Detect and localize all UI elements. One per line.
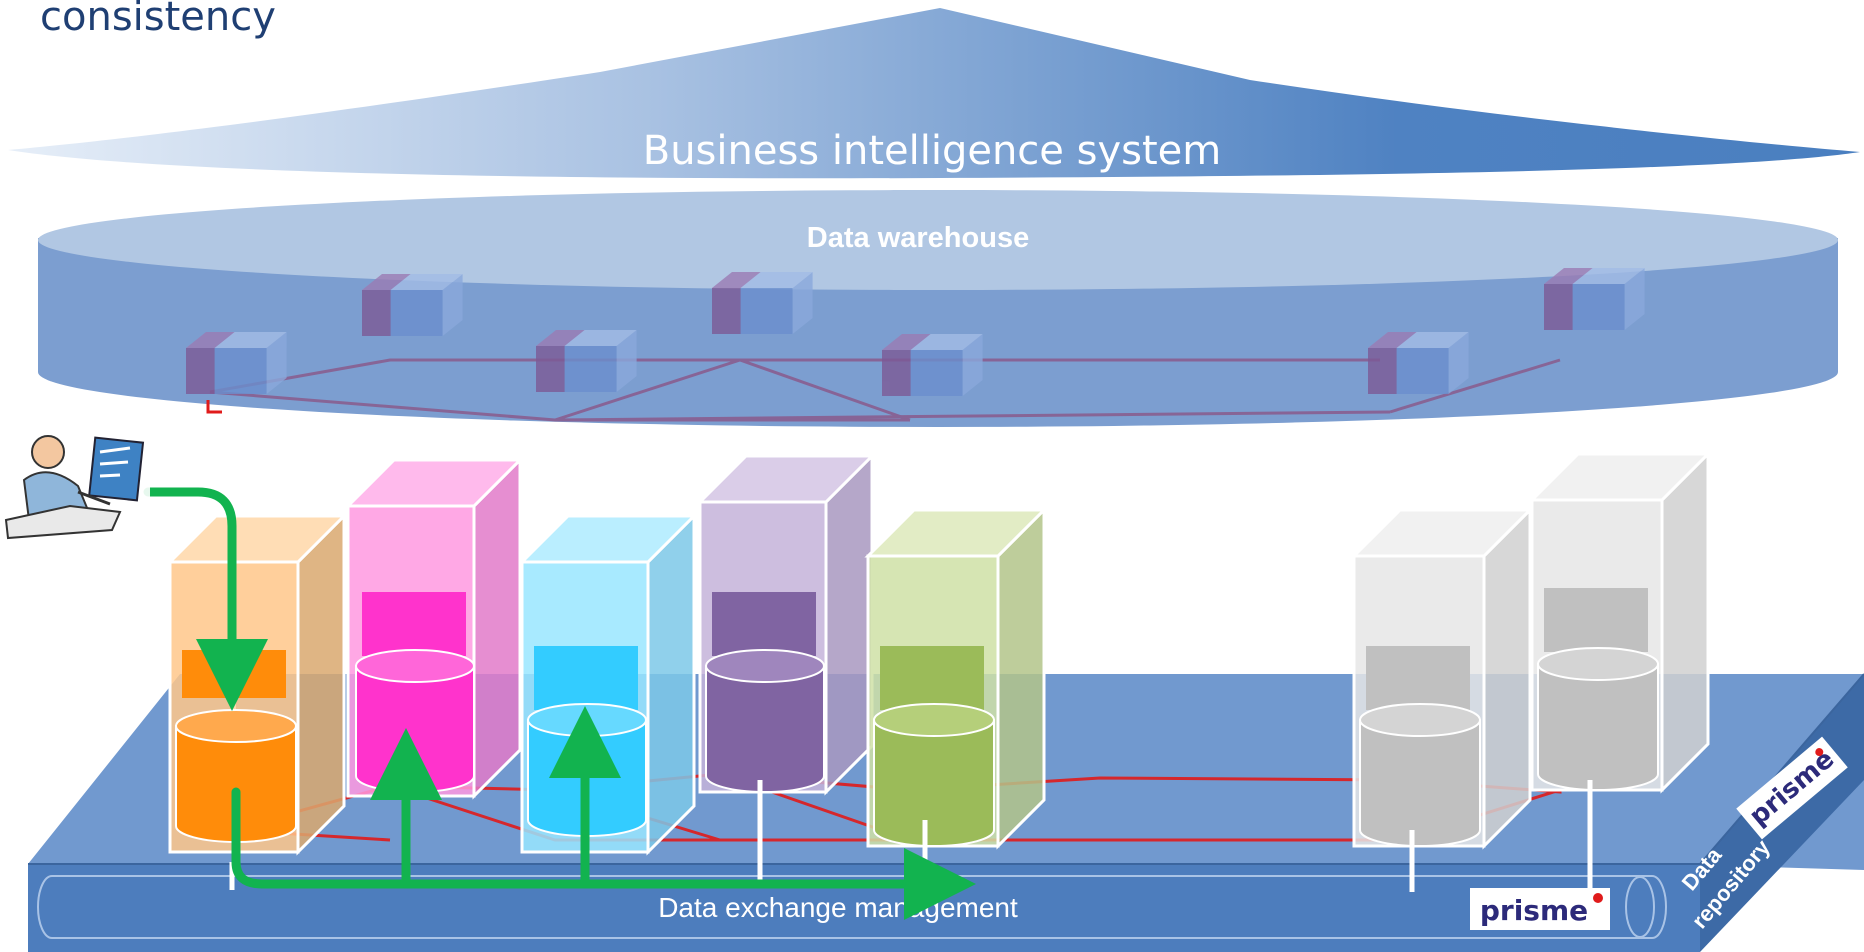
data-flow: [143, 487, 976, 920]
dw-cube: [1544, 268, 1645, 330]
dw-cube: [882, 334, 983, 396]
business-intelligence-system: Business intelligence system: [8, 8, 1860, 179]
data-warehouse: Data warehouse: [38, 190, 1838, 427]
dw-red-tick: [206, 400, 222, 414]
server-cyan: [518, 512, 698, 856]
dw-network-lines: [209, 358, 1561, 422]
flow-orange-to-bus: [231, 787, 976, 920]
dw-cube: [1368, 332, 1469, 394]
server-db-body: [705, 665, 825, 793]
dw-label: Data warehouse: [807, 222, 1029, 254]
server-db-top: [527, 703, 647, 737]
bi-label: Business intelligence system: [643, 128, 1221, 174]
server-side: [996, 506, 1046, 850]
server-db-top: [355, 649, 475, 683]
server-db-top: [873, 703, 995, 737]
server-grey-1: [1350, 506, 1534, 850]
server-module: [1544, 588, 1648, 652]
dw-cubes: [186, 268, 1645, 396]
server-db-top: [705, 649, 825, 683]
dw-cube: [536, 330, 637, 392]
servers: [166, 450, 1712, 856]
dw-cube: [712, 272, 813, 334]
server-side: [646, 512, 696, 856]
server-db-body: [1537, 663, 1659, 791]
dw-cube: [362, 274, 463, 336]
server-db-body: [355, 665, 475, 793]
flow-user-to-orange: [143, 487, 268, 711]
server-orange: [166, 512, 348, 856]
server-side: [1482, 506, 1532, 850]
prisme-logo-front: prisme: [1470, 888, 1610, 930]
bi-roof-shape: [8, 8, 1860, 179]
server-db-top: [1359, 703, 1481, 737]
server-side: [1660, 450, 1710, 794]
server-db-top: [1537, 647, 1659, 681]
server-db-top: [175, 709, 297, 743]
server-green: [864, 506, 1048, 850]
user-at-computer-icon: [2, 428, 150, 540]
server-purple: [696, 452, 876, 796]
server-module: [362, 592, 466, 656]
server-side: [472, 456, 522, 800]
server-side: [824, 452, 874, 796]
bus-pipe: [37, 875, 1667, 939]
bus-pipe-end: [1625, 876, 1655, 938]
server-side: [296, 512, 346, 856]
page-title: consistency: [40, 0, 276, 40]
server-module: [1366, 646, 1470, 710]
server-grey-2: [1528, 450, 1712, 794]
server-db-body: [873, 719, 995, 847]
server-db-body: [1359, 719, 1481, 847]
server-module: [712, 592, 816, 656]
server-module: [534, 646, 638, 710]
server-module: [880, 646, 984, 710]
server-pink: [344, 456, 524, 800]
bus-label: Data exchange management: [658, 892, 1018, 923]
prisme-logo-front-text: prisme: [1480, 894, 1588, 927]
dw-cube: [186, 332, 287, 394]
dw-top: [38, 190, 1838, 290]
